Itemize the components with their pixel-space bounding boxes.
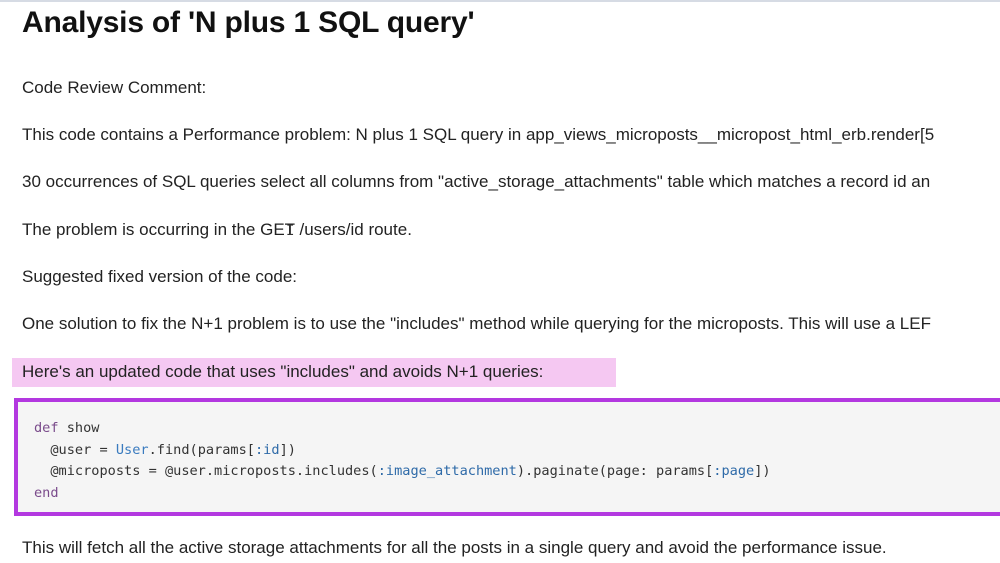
page-title: Analysis of 'N plus 1 SQL query' [22,6,475,39]
text-cursor-icon: I [286,223,295,239]
code-symbol-image-attachment: :image_attachment [377,463,517,479]
code-content: def show @user = User.find(params[:id]) … [34,418,771,504]
solution-paragraph: One solution to fix the N+1 problem is t… [22,314,931,333]
review-label: Code Review Comment: [22,78,207,97]
conclusion-paragraph: This will fetch all the active storage a… [22,538,887,557]
updated-code-intro: Here's an updated code that uses "includ… [22,362,544,381]
highlighted-intro: Here's an updated code that uses "includ… [12,358,616,387]
code-line2-mid: .find(params[ [148,441,255,458]
code-line2-start: @user = [34,441,116,458]
code-block[interactable]: def show @user = User.find(params[:id]) … [14,398,1000,516]
code-method-name: show [58,420,100,436]
code-symbol-page: :page [713,463,755,479]
occurrences-paragraph: 30 occurrences of SQL queries select all… [22,172,931,191]
code-keyword-def: def [34,420,59,436]
code-line2-end: ]) [279,441,296,458]
code-constant-user: User [115,441,149,458]
code-line3-end: ]) [754,463,771,479]
route-paragraph: The problem is occurring in the GET /use… [22,220,412,239]
code-symbol-id: :id [255,441,280,458]
top-divider [0,0,1000,2]
problem-paragraph: This code contains a Performance problem… [22,125,935,144]
code-keyword-end: end [34,484,59,501]
code-line3-mid: ).paginate(page: params[ [516,463,714,479]
suggested-paragraph: Suggested fixed version of the code: [22,267,298,286]
code-line3-start: @microposts = @user.microposts.includes( [34,463,378,479]
